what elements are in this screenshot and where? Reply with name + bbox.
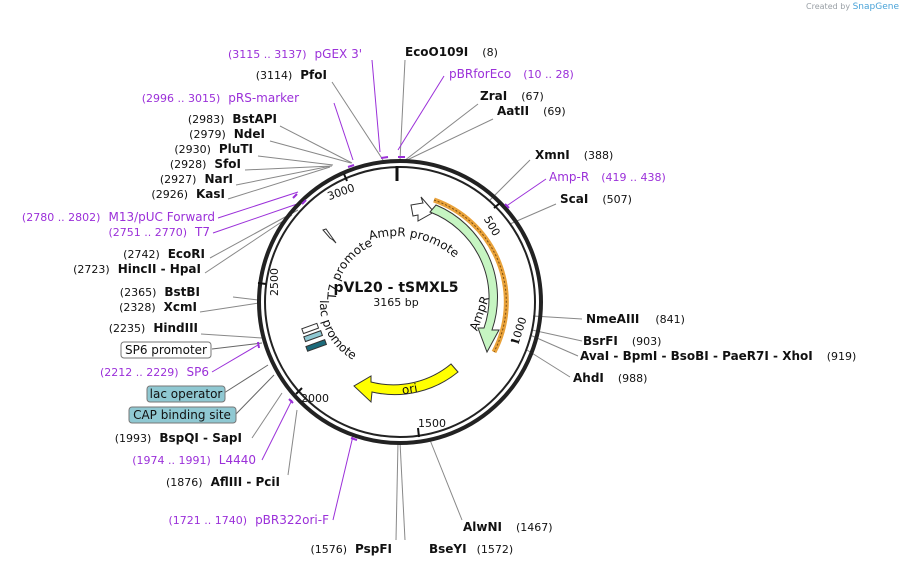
enzyme-label: EcoO109I(8) [405,45,498,59]
primer-leader-lines [211,59,547,521]
enzyme-label: ScaI(507) [560,192,632,206]
backbone-outer [257,159,543,445]
ori-arrow [353,363,459,404]
tick-label: 2500 [268,268,281,296]
leader-lines [199,59,583,541]
plasmid-name: pVL20 - tSMXL5 [334,280,459,296]
enzyme-label: NmeAIII(841) [586,312,685,326]
enzyme-label: AlwNI(1467) [463,520,553,534]
primer-label: Amp-R(419 .. 438) [549,170,666,184]
tick-label: 1000 [509,316,530,347]
enzyme-label: (2979)NdeI [189,127,265,141]
enzyme-label: (1993)BspQI - SapI [115,431,242,445]
primer-label: (1974 .. 1991)L4440 [132,453,256,467]
enzyme-label: (2742)EcoRI [123,247,205,261]
enzyme-label: ZraI(67) [480,89,544,103]
enzyme-label: (2365)BstBI [120,285,200,299]
sp6-promoter-box: SP6 promoter [120,341,212,359]
enzyme-label: (2235)HindIII [109,321,198,335]
svg-text:SP6 promoter: SP6 promoter [125,343,207,357]
backbone-inner [264,166,536,438]
tick-label: 1500 [418,417,446,430]
enzyme-label: (2928)SfoI [170,157,241,171]
ampr-gene-arrow [429,204,500,354]
enzyme-label: AvaI - BpmI - BsoBI - PaeR7I - XhoI(919) [580,349,856,363]
enzyme-label: (2328)XcmI [119,300,197,314]
enzyme-label: (2983)BstAPI [188,112,277,126]
enzyme-label: (2930)PluTI [174,142,253,156]
boxed-feature-leaders [211,342,275,415]
enzyme-label: (2926)KasI [151,187,225,201]
plasmid-length: 3165 bp [373,296,418,309]
primer-arcs [257,156,510,441]
enzyme-label: BsrFI(903) [583,334,661,348]
lac-operator-box: lac operator [146,385,226,403]
primer-label: pBRforEco(10 .. 28) [449,67,574,81]
primer-label: (2996 .. 3015)pRS-marker [142,91,299,105]
enzyme-label: BseYI(1572) [429,542,513,556]
ori-label: ori [401,381,419,397]
ampr-promoter-arrow [410,196,435,222]
primer-label: (2751 .. 2770)T7 [108,225,210,239]
snapgene-credit: Created by SnapGene [806,2,899,12]
enzyme-label: (3114)PfoI [256,68,327,82]
primer-label: (3115 .. 3137)pGEX 3' [228,47,362,61]
lac-operator-mark [303,330,324,343]
tick-label: 3000 [326,181,357,203]
svg-text:CAP binding site: CAP binding site [133,408,231,422]
scale-ticks [257,173,519,438]
cap-binding-site-box: CAP binding site [128,406,237,424]
enzyme-label: AatII(69) [497,104,566,118]
enzyme-label: XmnI(388) [535,148,613,162]
enzyme-label: (1876)AflIII - PciI [166,475,280,489]
primer-label: (2212 .. 2229)SP6 [100,365,209,379]
tick-label: 2000 [301,392,329,405]
t7-promoter-arrow [322,228,337,244]
sp6-promoter-mark [301,322,320,335]
enzyme-label: (2927)NarI [160,172,233,186]
cap-site-mark [305,339,328,352]
primer-label: (2780 .. 2802)M13/pUC Forward [22,210,215,224]
enzyme-label: (2723)HincII - HpaI [73,262,201,276]
svg-text:lac operator: lac operator [150,387,223,401]
enzyme-label: (1576)PspFI [310,542,392,556]
snapgene-logo: SnapGene [852,2,899,12]
primer-label: (1721 .. 1740)pBR322ori-F [169,513,330,527]
enzyme-label: AhdI(988) [573,371,647,385]
